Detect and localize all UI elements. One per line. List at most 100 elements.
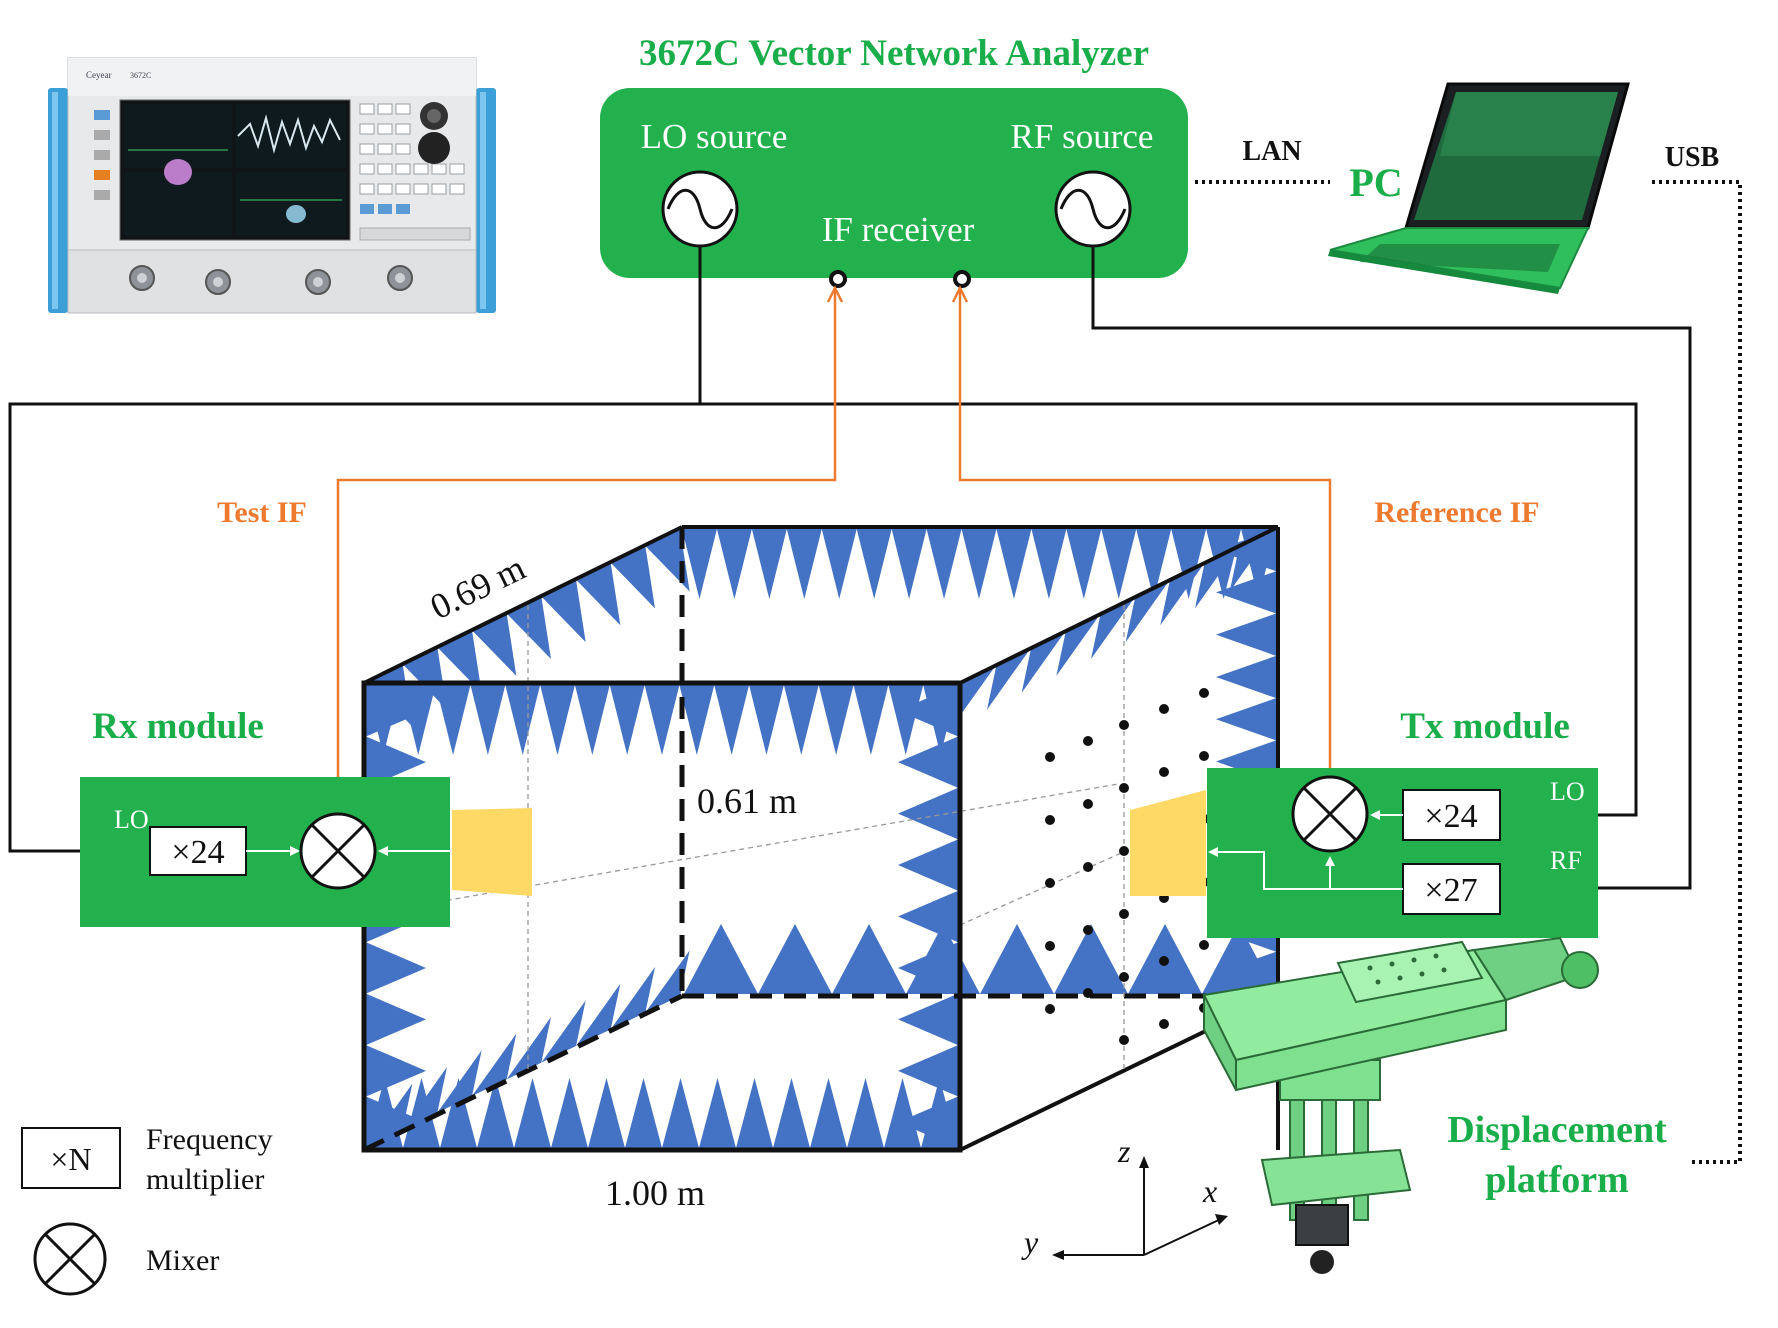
absorber-cone <box>1202 924 1276 994</box>
test-if-label: Test IF <box>217 496 307 529</box>
absorber-cone <box>505 685 541 755</box>
absorber-cone <box>551 1078 588 1148</box>
measurement-point <box>1045 1004 1055 1014</box>
absorber-cone <box>645 950 690 1013</box>
lo-source-icon <box>661 170 739 248</box>
absorber-cone <box>514 1078 551 1148</box>
tx-module-title: Tx module <box>1400 706 1570 747</box>
if-receiver-label: IF receiver <box>822 210 975 249</box>
lo-source-label: LO source <box>641 117 788 156</box>
absorber-cone <box>1136 529 1172 599</box>
absorber-cone <box>1171 529 1207 599</box>
laptop-icon <box>1328 82 1630 294</box>
absorber-cone <box>898 890 958 943</box>
absorber-cone <box>1021 630 1066 693</box>
absorber-cone <box>682 529 717 599</box>
tx-rf-multiplier-label: ×27 <box>1424 872 1477 909</box>
absorber-cone <box>786 529 822 599</box>
absorber-cone <box>1101 529 1137 599</box>
pc-label: PC <box>1349 160 1402 205</box>
absorber-cone <box>1160 562 1205 626</box>
rx-lo-label: LO <box>114 805 149 834</box>
absorber-cone <box>1216 655 1276 699</box>
measurement-point <box>1159 704 1169 714</box>
absorber-cone <box>961 529 997 599</box>
absorber-cone <box>1229 529 1274 592</box>
measurement-point <box>1119 1035 1129 1045</box>
absorber-cone <box>440 1078 477 1148</box>
rf-source-label: RF source <box>1011 117 1154 156</box>
axis-x-label: x <box>1202 1173 1217 1209</box>
absorber-cone <box>1066 529 1102 599</box>
absorber-cone <box>610 545 655 609</box>
measurement-point <box>1119 720 1129 730</box>
vector-network-analyzer-photo: Ceyear 3672C <box>48 57 496 314</box>
legend-mixer-label: Mixer <box>146 1244 219 1277</box>
measurement-point <box>1199 940 1209 950</box>
absorber-cone <box>1216 571 1276 614</box>
measurement-point <box>1159 767 1169 777</box>
vna-box <box>600 88 1188 278</box>
absorber-cone <box>1125 579 1170 643</box>
absorber-cone <box>574 685 610 755</box>
absorber-cone <box>898 839 958 891</box>
absorber-cone <box>699 1078 736 1148</box>
measurement-point <box>1083 736 1093 746</box>
absorber-cone <box>506 1017 551 1080</box>
chamber-top-left-edge <box>363 525 683 685</box>
absorber-cone <box>472 1033 517 1096</box>
legend-multiplier-label-1: Frequency <box>146 1123 273 1156</box>
vna-title: 3672C Vector Network Analyzer <box>639 33 1149 74</box>
absorber-cone <box>645 529 690 592</box>
platform-label-line1: Displacement <box>1447 1109 1667 1151</box>
absorber-cone <box>477 1078 514 1148</box>
absorber-cone <box>1091 596 1136 659</box>
absorber-cone <box>366 1045 426 1097</box>
rx-multiplier-box <box>149 826 247 876</box>
absorber-cone <box>898 685 958 737</box>
measurement-point <box>1199 751 1209 761</box>
absorber-cone <box>540 685 575 755</box>
measurement-point <box>1083 862 1093 872</box>
absorber-cone <box>884 1078 921 1148</box>
absorber-cone <box>625 1078 662 1148</box>
legend-multiplier-symbol: ×N <box>50 1141 91 1177</box>
tx-rf-label: RF <box>1550 846 1582 875</box>
absorber-cone <box>1031 529 1067 599</box>
absorber-cone <box>402 1067 447 1130</box>
absorber-cone <box>891 529 927 599</box>
legend-multiplier-label-2: multiplier <box>146 1163 264 1196</box>
absorber-cone <box>1056 613 1101 676</box>
absorber-cone <box>1054 924 1128 994</box>
measurement-point <box>1045 752 1055 762</box>
absorber-cone <box>472 613 517 676</box>
tx-lo-label: LO <box>1550 777 1585 806</box>
measurement-point <box>1045 815 1055 825</box>
absorber-cone <box>832 924 906 994</box>
chamber-hidden-depth-edge <box>362 993 684 1153</box>
absorber-cone <box>987 647 1032 710</box>
tx-rf-multiplier-box <box>1402 863 1501 915</box>
absorber-cone <box>541 579 586 643</box>
absorber-cone <box>888 685 924 755</box>
absorber-cone <box>679 685 715 755</box>
absorber-cone <box>980 924 1054 994</box>
tx-internal-arrowheads <box>1208 810 1380 866</box>
tx-mixer-icon <box>1291 775 1369 853</box>
anechoic-chamber <box>361 525 1280 1153</box>
measurement-point <box>1083 925 1093 935</box>
rx-horn-antenna <box>452 808 532 896</box>
instrument-model: 3672C <box>130 71 151 80</box>
absorber-cone <box>996 529 1032 599</box>
absorber-cone <box>736 1078 773 1148</box>
absorber-cone <box>366 685 426 737</box>
absorber-cone <box>366 736 426 788</box>
absorber-cone <box>783 685 819 755</box>
displacement-platform-icon <box>1202 936 1599 1274</box>
absorber-cone <box>821 529 857 599</box>
measurement-point <box>1159 1019 1169 1029</box>
rx-multiplier-label: ×24 <box>171 834 224 871</box>
absorber-cone <box>366 993 426 1046</box>
coordinate-axes <box>1052 1156 1228 1260</box>
